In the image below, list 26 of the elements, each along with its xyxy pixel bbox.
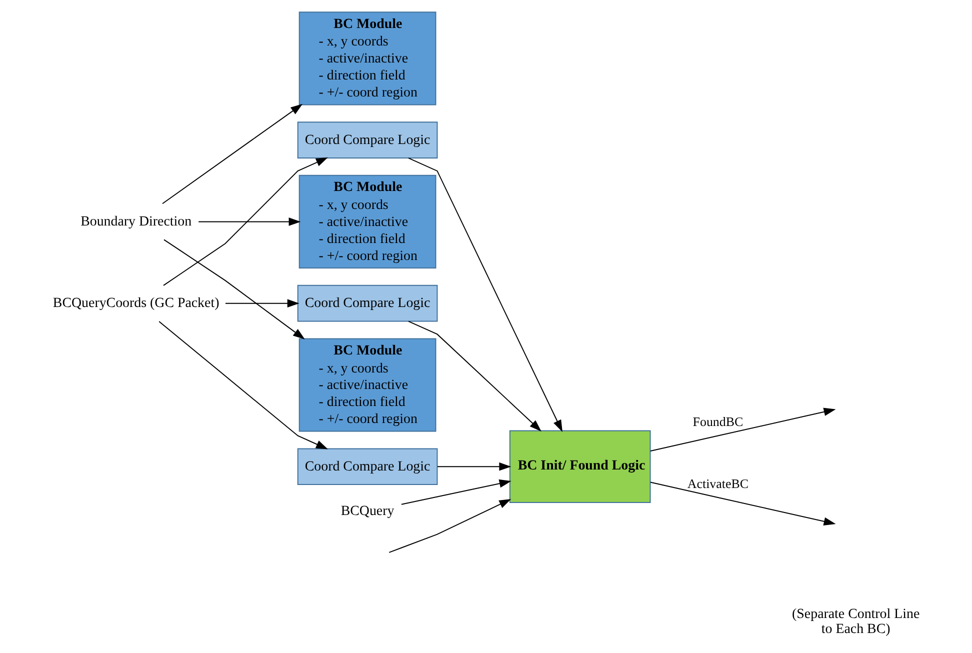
node-text: BCQueryCoords (GC Packet) [52,296,219,312]
arrow [162,239,304,340]
arrow [224,299,299,308]
edge-label: FoundBC [692,414,743,430]
arrow [436,462,511,471]
node-box: Coord Compare Logic [296,122,438,158]
node-box: Coord Compare Logic [296,448,438,486]
arrow [400,479,511,505]
node-box: BC Module - x, y coords - active/inactive - direction field - +/- coord region [298,338,436,432]
arrow [198,218,300,226]
node-box: BC Module - x, y coords - active/inactive - direction field - +/- coord region [298,174,436,269]
node-text: BCQuery [340,504,394,520]
node-box: BC Init/ Found Logic [508,430,650,503]
arrow [158,320,328,450]
arrow [408,158,562,432]
arrow [162,104,302,204]
node-text: Boundary Direction [80,214,192,230]
arrow [650,408,836,452]
node-box: BC Module - x, y coords - active/inactive - direction field - +/- coord region [298,12,436,106]
node-box: Coord Compare Logic [296,284,438,322]
arrow [388,499,511,553]
arrow [162,157,328,286]
arrow [408,320,541,432]
arrow [650,482,836,526]
edge-label: ActivateBC [686,476,748,491]
label: (Separate Control Line to Each BC) [792,607,920,638]
